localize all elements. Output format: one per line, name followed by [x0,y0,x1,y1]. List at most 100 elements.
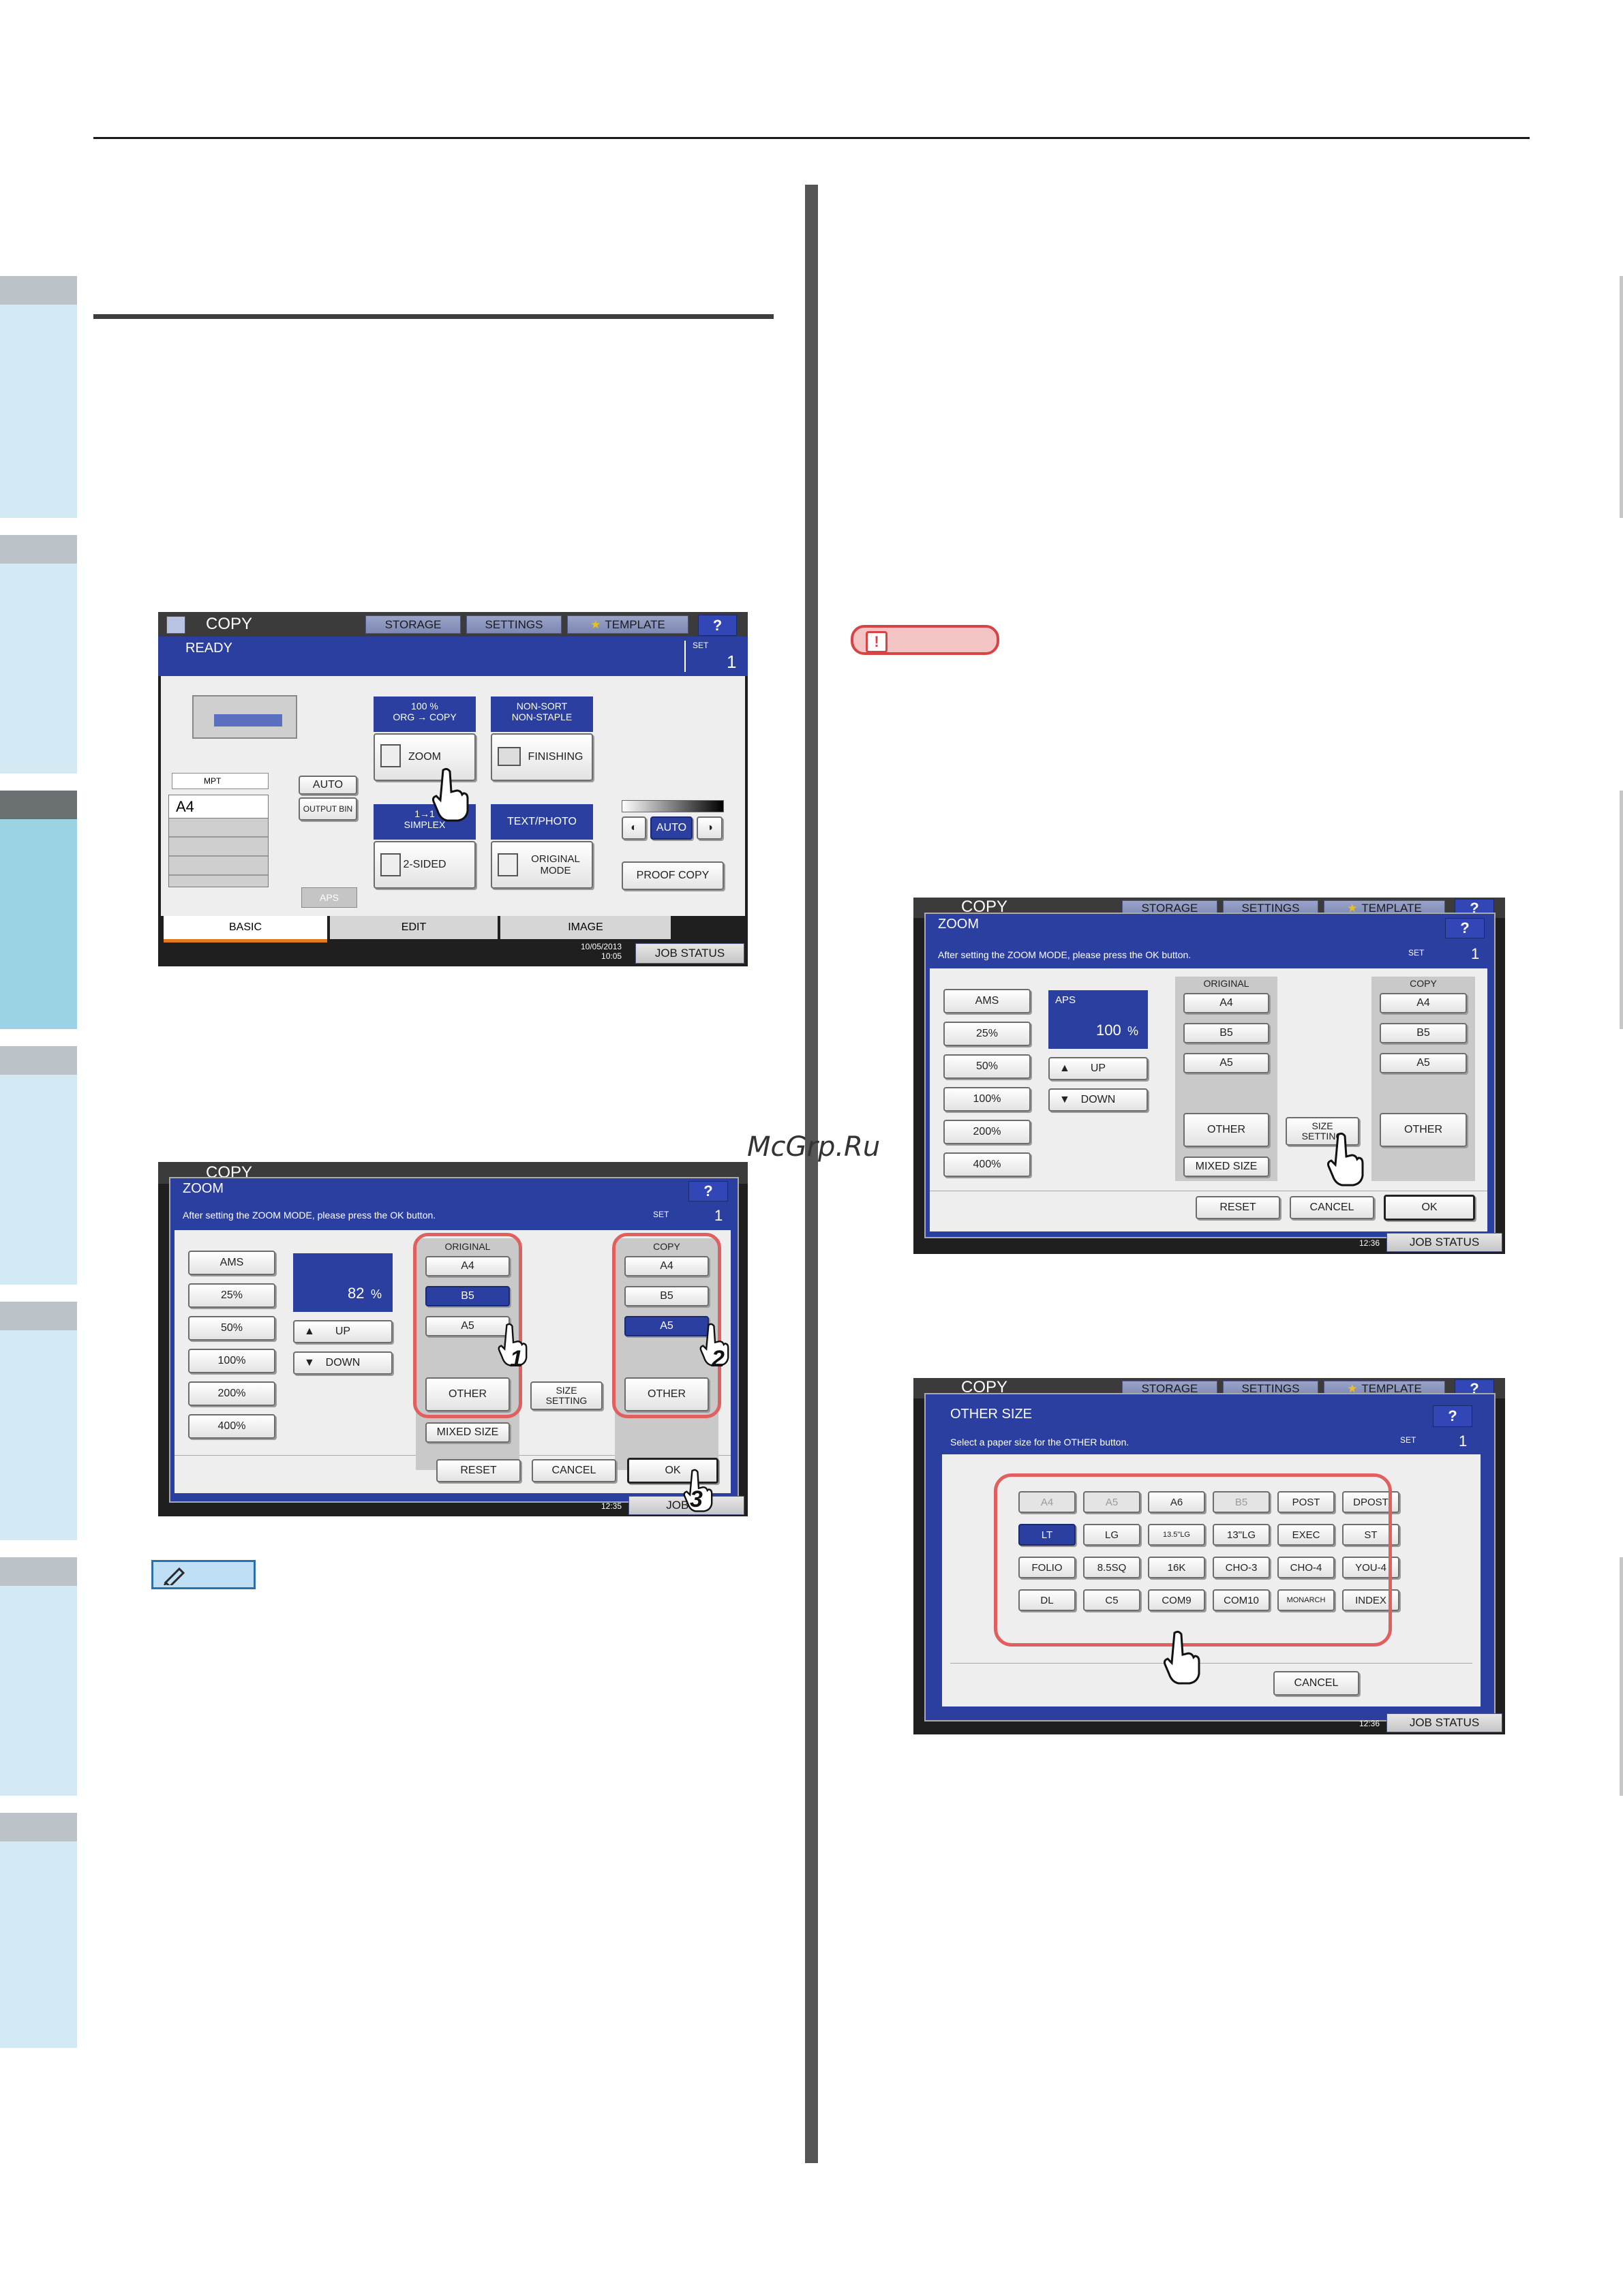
zoom-up-button[interactable]: ▲UP [1048,1057,1148,1080]
auto-bin-button[interactable]: AUTO [299,776,357,795]
size-button-lg[interactable]: LG [1083,1524,1140,1546]
zoom-200-button[interactable]: 200% [943,1120,1031,1144]
zoom-400-button[interactable]: 400% [188,1414,275,1439]
copy-a5-button[interactable]: A5 [1380,1053,1467,1073]
zoom-up-button[interactable]: ▲UP [293,1320,393,1343]
size-button-cho-4[interactable]: CHO-4 [1277,1557,1335,1578]
cancel-button[interactable]: CANCEL [532,1459,616,1482]
zoom-400-button[interactable]: 400% [943,1152,1031,1177]
help-button[interactable]: ? [698,615,737,636]
down-arrow-icon: ▼ [1059,1094,1070,1105]
density-auto-button[interactable]: AUTO [650,816,693,840]
reset-button[interactable]: RESET [436,1459,521,1482]
size-button-dl[interactable]: DL [1018,1589,1076,1611]
original-b5-button[interactable]: B5 [425,1286,510,1306]
original-a4-button[interactable]: A4 [1183,993,1269,1013]
zoom-50-button[interactable]: 50% [943,1054,1031,1079]
tab-image[interactable]: IMAGE [500,916,671,939]
copy-a4-button[interactable]: A4 [1380,993,1467,1013]
side-tab-2[interactable] [0,535,77,774]
original-other-button[interactable]: OTHER [1183,1113,1269,1147]
size-button-lt[interactable]: LT [1018,1524,1076,1546]
copy-b5-button[interactable]: B5 [1380,1023,1467,1043]
mixed-size-button[interactable]: MIXED SIZE [425,1422,510,1443]
storage-button[interactable]: STORAGE [365,615,461,634]
original-b5-button[interactable]: B5 [1183,1023,1269,1043]
size-button-13-lg[interactable]: 13"LG [1213,1524,1270,1546]
reset-button[interactable]: RESET [1196,1196,1280,1219]
zoom-50-button[interactable]: 50% [188,1316,275,1341]
zoom-100-button[interactable]: 100% [188,1349,275,1373]
side-tab-1[interactable] [0,276,77,518]
tab-basic[interactable]: BASIC [164,916,327,943]
copy-a5-button[interactable]: A5 [624,1316,709,1336]
size-button-a4[interactable]: A4 [1018,1491,1076,1513]
size-button-b5[interactable]: B5 [1213,1491,1270,1513]
job-status-button[interactable]: JOB STATUS [635,943,744,964]
side-tab-5[interactable] [0,1302,77,1540]
zoom-25-button[interactable]: 25% [188,1283,275,1308]
size-button-com10[interactable]: COM10 [1213,1589,1270,1611]
ok-button[interactable]: OK [1384,1195,1475,1221]
zoom-200-button[interactable]: 200% [188,1381,275,1406]
original-other-button[interactable]: OTHER [425,1377,510,1411]
zoom-button[interactable]: ZOOM [374,733,476,781]
side-tab-7[interactable] [0,1813,77,2048]
size-button-folio[interactable]: FOLIO [1018,1557,1076,1578]
size-button-exec[interactable]: EXEC [1277,1524,1335,1546]
ok-button[interactable]: OK [627,1458,718,1484]
cancel-button[interactable]: CANCEL [1273,1671,1359,1696]
zoom-down-button[interactable]: ▼DOWN [1048,1088,1148,1112]
aps-button[interactable]: APS [301,887,357,908]
copy-b5-button[interactable]: B5 [624,1286,709,1306]
size-button-8-5sq[interactable]: 8.5SQ [1083,1557,1140,1578]
original-a5-button[interactable]: A5 [425,1316,510,1336]
dialog-help-button[interactable]: ? [688,1181,728,1201]
side-tab-3-active[interactable] [0,791,77,1029]
size-button-13-5-lg[interactable]: 13.5"LG [1148,1524,1205,1546]
zoom-25-button[interactable]: 25% [943,1022,1031,1046]
mixed-size-button[interactable]: MIXED SIZE [1183,1157,1269,1177]
cancel-button[interactable]: CANCEL [1290,1196,1374,1219]
finishing-button[interactable]: FINISHING [491,733,593,781]
job-status-button[interactable]: JOB STATUS [1386,1233,1502,1252]
size-setting-label-2: SETTING [545,1395,588,1406]
copy-other-button[interactable]: OTHER [1380,1113,1467,1147]
size-button-post[interactable]: POST [1277,1491,1335,1513]
original-a4-button[interactable]: A4 [425,1256,510,1276]
size-button-monarch[interactable]: MONARCH [1277,1589,1335,1611]
size-button-16k[interactable]: 16K [1148,1557,1205,1578]
dialog-help-button[interactable]: ? [1433,1405,1472,1427]
proof-copy-button[interactable]: PROOF COPY [622,861,724,890]
size-button-a5[interactable]: A5 [1083,1491,1140,1513]
mpt-tray[interactable]: MPT [172,773,269,789]
ams-button[interactable]: AMS [188,1251,275,1275]
size-button-dpost[interactable]: DPOST [1342,1491,1399,1513]
original-a5-button[interactable]: A5 [1183,1053,1269,1073]
side-tab-4[interactable] [0,1046,77,1285]
paper-tray-1[interactable]: A4 [168,795,269,819]
output-bin-button[interactable]: OUTPUT BIN [299,797,357,821]
darker-button[interactable]: ◑ [697,816,723,840]
size-button-a6[interactable]: A6 [1148,1491,1205,1513]
job-status-button[interactable]: JOB STATUS [1386,1713,1502,1732]
copy-a4-button[interactable]: A4 [624,1256,709,1276]
size-button-com9[interactable]: COM9 [1148,1589,1205,1611]
settings-button[interactable]: SETTINGS [466,615,562,634]
side-tab-6[interactable] [0,1557,77,1796]
two-sided-button[interactable]: 2-SIDED [374,841,476,889]
zoom-down-button[interactable]: ▼DOWN [293,1351,393,1375]
dialog-help-button[interactable]: ? [1445,918,1485,938]
lighter-button[interactable]: ◐ [622,816,646,840]
copy-other-button[interactable]: OTHER [624,1377,709,1411]
template-button[interactable]: ★TEMPLATE [567,615,688,634]
original-header: ORIGINAL [444,1241,491,1252]
size-button-cho-3[interactable]: CHO-3 [1213,1557,1270,1578]
zoom-100-button[interactable]: 100% [943,1087,1031,1112]
size-button-c5[interactable]: C5 [1083,1589,1140,1611]
ams-button[interactable]: AMS [943,989,1031,1013]
tab-edit[interactable]: EDIT [330,916,498,939]
